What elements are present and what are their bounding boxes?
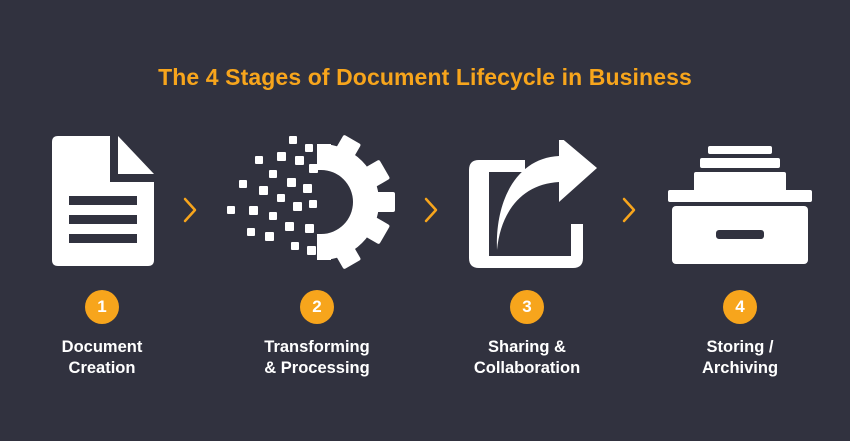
stage-number-badge: 4 <box>723 290 757 324</box>
stage-label-line: Document <box>61 338 143 356</box>
stage-label-sharing: Sharing & Collaboration <box>437 337 617 379</box>
chevron-right-icon <box>424 197 438 228</box>
stage-label-storing: Storing / Archiving <box>650 337 830 379</box>
stage-number-badge: 1 <box>85 290 119 324</box>
stage-label-transforming: Transforming & Processing <box>227 337 407 379</box>
stage-label-line: & Processing <box>264 359 370 377</box>
page-title: The 4 Stages of Document Lifecycle in Bu… <box>158 64 692 90</box>
stage-label-line: Storing / <box>706 338 774 356</box>
gear-pixels-icon <box>225 134 395 270</box>
stage-label-document-creation: Document Creation <box>12 337 192 379</box>
stage-label-line: Collaboration <box>473 359 581 377</box>
stage-number-badge: 2 <box>300 290 334 324</box>
stage-label-line: Sharing & <box>488 338 566 356</box>
document-icon <box>52 136 154 266</box>
share-arrow-icon <box>467 140 599 270</box>
stage-label-line: Archiving <box>701 359 779 377</box>
chevron-right-icon <box>183 197 197 228</box>
stage-number-badge: 3 <box>510 290 544 324</box>
chevron-right-icon <box>622 197 636 228</box>
stage-label-line: Transforming <box>264 338 370 356</box>
stage-label-line: Creation <box>68 359 136 377</box>
archive-drawer-icon <box>668 146 812 266</box>
